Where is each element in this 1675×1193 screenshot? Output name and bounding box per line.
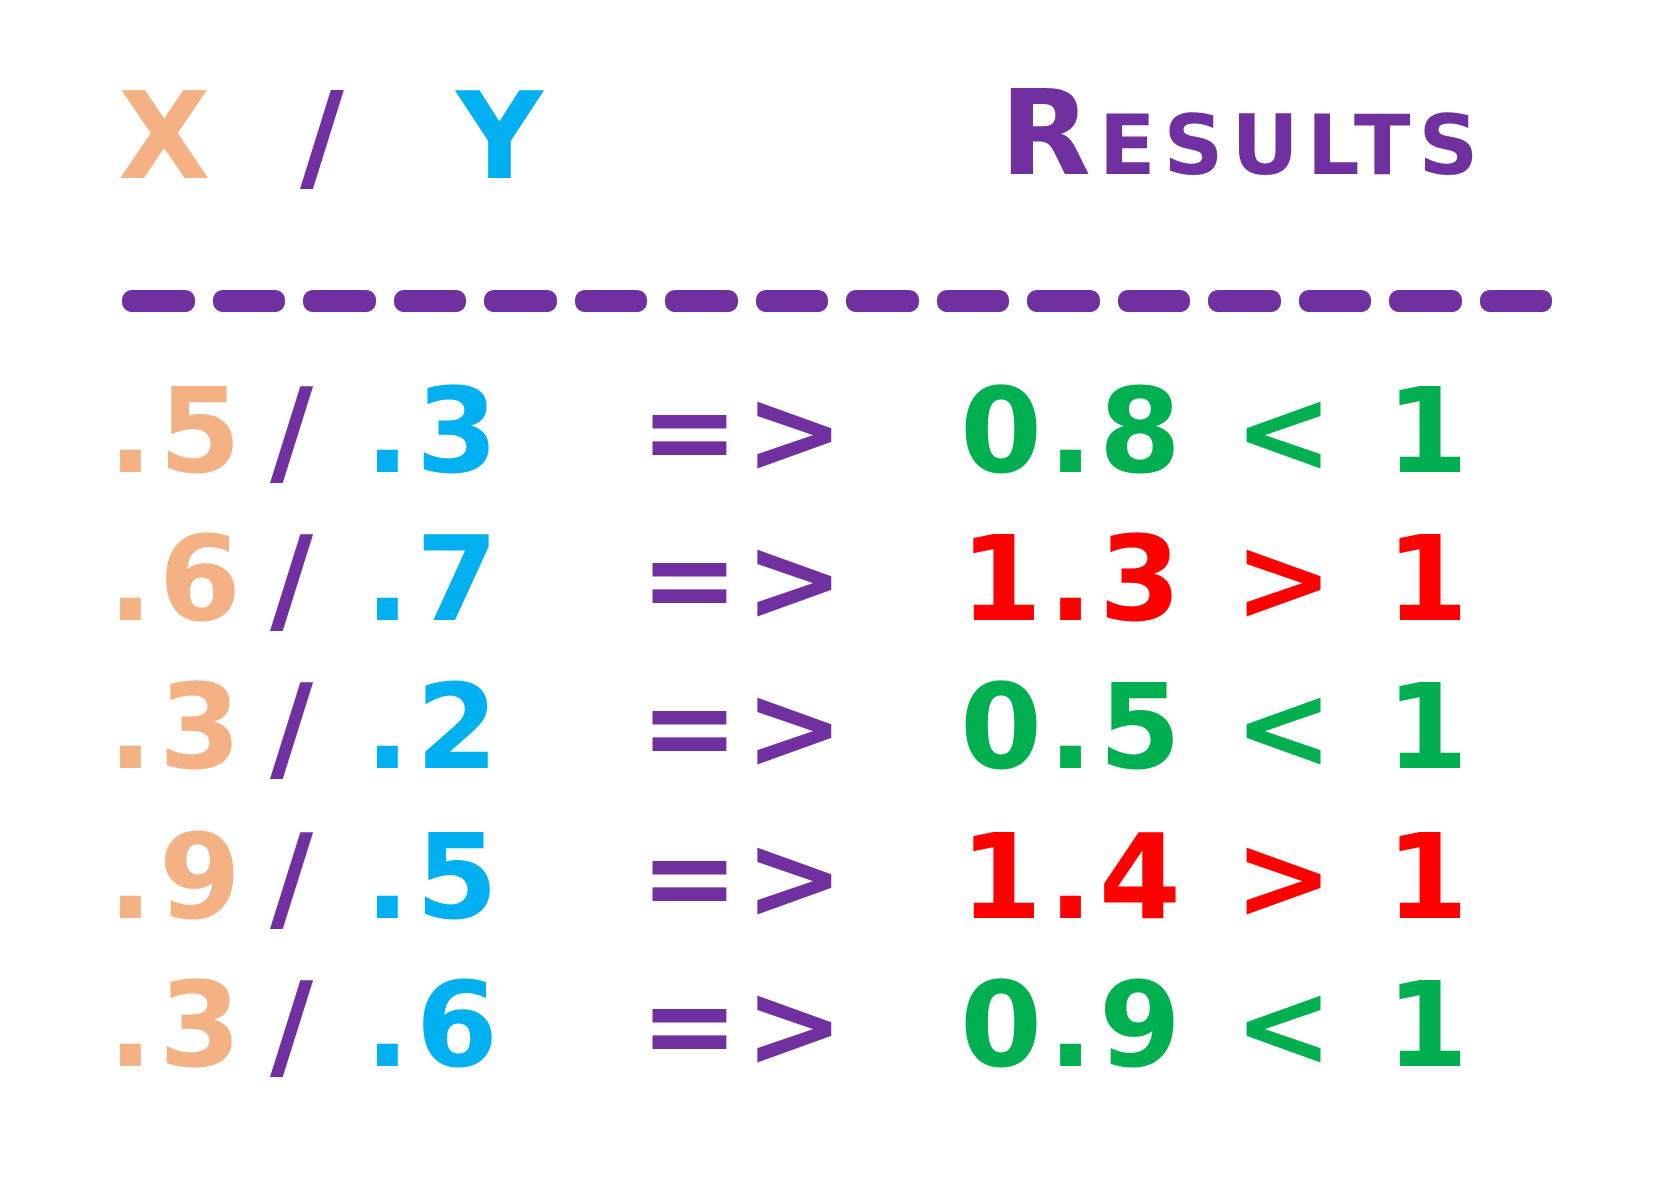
divider-dash xyxy=(1117,290,1190,312)
divider-dash xyxy=(122,290,195,312)
row-y-value: .7 xyxy=(365,510,504,648)
row-x-value: .3 xyxy=(108,658,247,796)
row-arrow: => xyxy=(640,362,850,500)
row-result: 1.3 > 1 xyxy=(960,510,1475,648)
divider-dash xyxy=(1208,290,1281,312)
row-slash: / xyxy=(270,808,320,946)
divider-dash xyxy=(1298,290,1371,312)
divider-dash xyxy=(212,290,285,312)
divider-dash xyxy=(665,290,738,312)
row-arrow: => xyxy=(640,658,850,796)
divider-dash xyxy=(936,290,1009,312)
results-title: Results xyxy=(1000,64,1487,202)
row-slash: / xyxy=(270,658,320,796)
divider-dash xyxy=(574,290,647,312)
row-arrow: => xyxy=(640,956,850,1094)
divider-dash xyxy=(1479,290,1552,312)
divider-dash xyxy=(393,290,466,312)
divider-dash xyxy=(484,290,557,312)
divider-dash xyxy=(1027,290,1100,312)
header-x-label: X xyxy=(118,68,217,207)
row-y-value: .3 xyxy=(365,362,504,500)
row-slash: / xyxy=(270,362,320,500)
divider-dash xyxy=(1389,290,1462,312)
divider-dash xyxy=(303,290,376,312)
row-x-value: .3 xyxy=(108,956,247,1094)
row-arrow: => xyxy=(640,808,850,946)
row-x-value: .5 xyxy=(108,362,247,500)
row-x-value: .6 xyxy=(108,510,247,648)
divider-dash xyxy=(846,290,919,312)
row-result: 0.9 < 1 xyxy=(960,956,1475,1094)
row-x-value: .9 xyxy=(108,808,247,946)
row-y-value: .2 xyxy=(365,658,504,796)
row-slash: / xyxy=(270,956,320,1094)
header-slash: / xyxy=(300,68,350,207)
row-arrow: => xyxy=(640,510,850,648)
divider-dash xyxy=(755,290,828,312)
row-result: 0.5 < 1 xyxy=(960,658,1475,796)
row-y-value: .6 xyxy=(365,956,504,1094)
dashed-divider xyxy=(122,290,1552,312)
row-result: 0.8 < 1 xyxy=(960,362,1475,500)
header-y-label: Y xyxy=(456,68,549,207)
row-y-value: .5 xyxy=(365,808,504,946)
row-slash: / xyxy=(270,510,320,648)
row-result: 1.4 > 1 xyxy=(960,808,1475,946)
